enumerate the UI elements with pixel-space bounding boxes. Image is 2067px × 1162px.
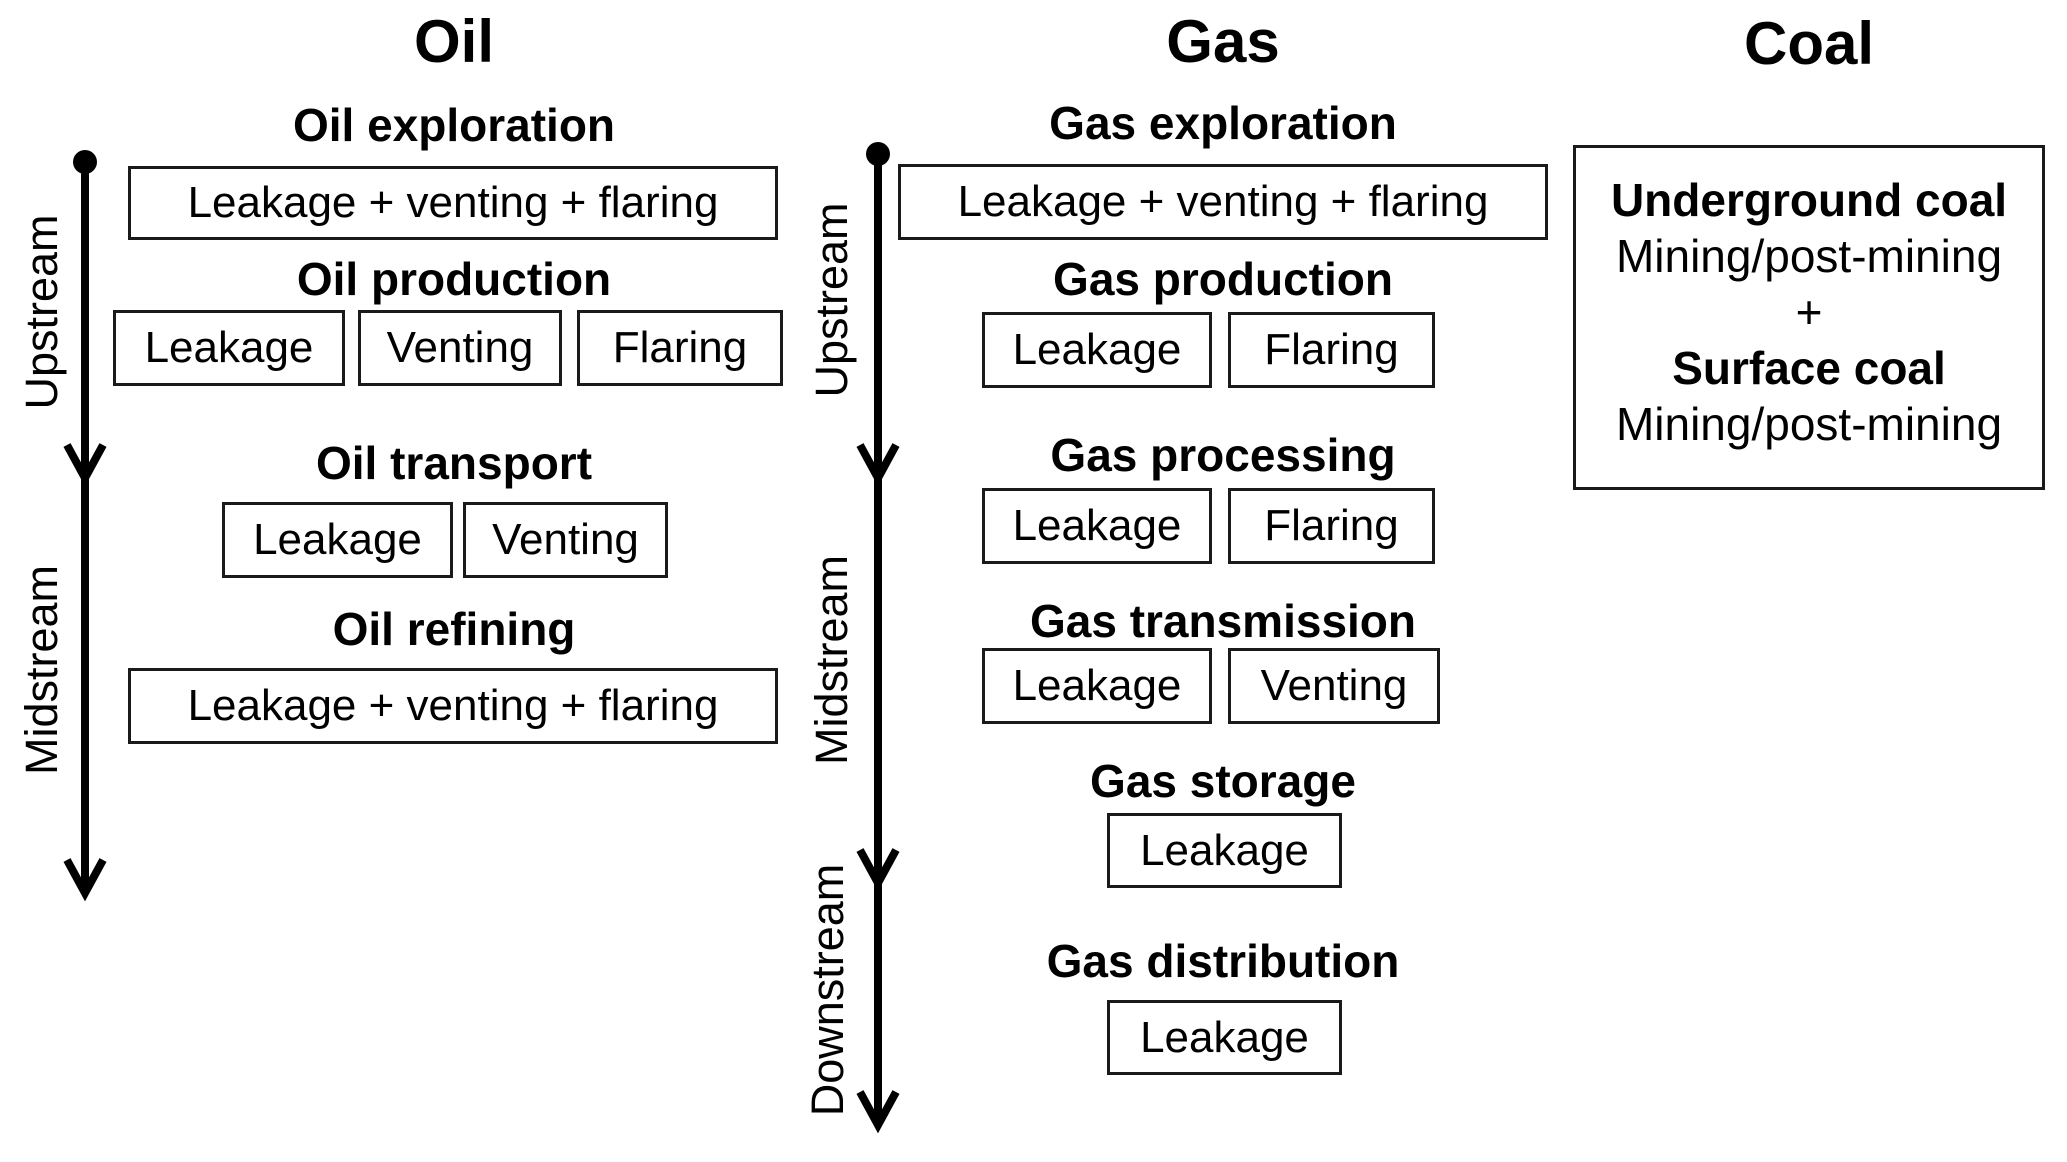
gas-storage-leakage-box: Leakage — [1107, 813, 1342, 888]
coal-surface-label: Surface coal — [1672, 342, 1946, 394]
oil-mid-arrowhead — [63, 443, 107, 487]
gas-end-arrowhead — [856, 1090, 900, 1134]
gas-downstream-label: Downstream — [802, 863, 853, 1117]
gas-processing-flaring-box: Flaring — [1228, 488, 1435, 564]
oil-midstream-label: Midstream — [16, 564, 67, 776]
oil-exploration-heading: Oil exploration — [292, 99, 616, 151]
gas-column-title: Gas — [1166, 8, 1280, 75]
oil-end-arrowhead — [63, 858, 107, 902]
oil-production-flaring-box: Flaring — [577, 310, 783, 386]
oil-production-venting-box: Venting — [358, 310, 562, 386]
gas-stream-arrow — [856, 142, 900, 1134]
gas-transmission-venting-box: Venting — [1228, 648, 1440, 724]
gas-exploration-heading: Gas exploration — [1049, 97, 1397, 149]
gas-processing-heading: Gas processing — [1050, 429, 1396, 481]
gas-transmission-heading: Gas transmission — [1029, 595, 1417, 647]
oil-column-title: Oil — [413, 8, 494, 75]
oil-production-heading: Oil production — [296, 253, 612, 305]
oil-exploration-emissions-box: Leakage + venting + flaring — [128, 166, 778, 240]
coal-column-title: Coal — [1743, 10, 1875, 77]
coal-underground-label: Underground coal — [1610, 174, 2008, 226]
oil-refining-heading: Oil refining — [332, 603, 576, 655]
gas-transmission-leakage-box: Leakage — [982, 648, 1212, 724]
oil-transport-heading: Oil transport — [315, 437, 593, 489]
coal-plus-sign: + — [1795, 286, 1823, 338]
oil-transport-leakage-box: Leakage — [222, 502, 453, 578]
oil-upstream-label: Upstream — [16, 214, 67, 410]
oil-refining-emissions-box: Leakage + venting + flaring — [128, 668, 778, 744]
gas-storage-heading: Gas storage — [1090, 755, 1356, 807]
gas-midstream-label: Midstream — [806, 554, 857, 766]
oil-production-leakage-box: Leakage — [113, 310, 345, 386]
gas-upstream-label: Upstream — [806, 202, 857, 398]
coal-mining-box: Underground coal Mining/post-mining + Su… — [1573, 145, 2045, 490]
gas-production-leakage-box: Leakage — [982, 312, 1212, 388]
gas-processing-leakage-box: Leakage — [982, 488, 1212, 564]
gas-distribution-heading: Gas distribution — [1046, 935, 1400, 987]
coal-underground-mining-label: Mining/post-mining — [1615, 230, 2003, 282]
gas-mid-arrowhead-2 — [856, 848, 900, 892]
oil-stream-arrow — [63, 150, 107, 902]
gas-exploration-emissions-box: Leakage + venting + flaring — [898, 164, 1548, 240]
gas-production-flaring-box: Flaring — [1228, 312, 1435, 388]
gas-mid-arrowhead-1 — [856, 443, 900, 487]
coal-surface-mining-label: Mining/post-mining — [1615, 398, 2003, 450]
oil-transport-venting-box: Venting — [463, 502, 668, 578]
gas-production-heading: Gas production — [1053, 253, 1393, 305]
gas-distribution-leakage-box: Leakage — [1107, 1000, 1342, 1075]
